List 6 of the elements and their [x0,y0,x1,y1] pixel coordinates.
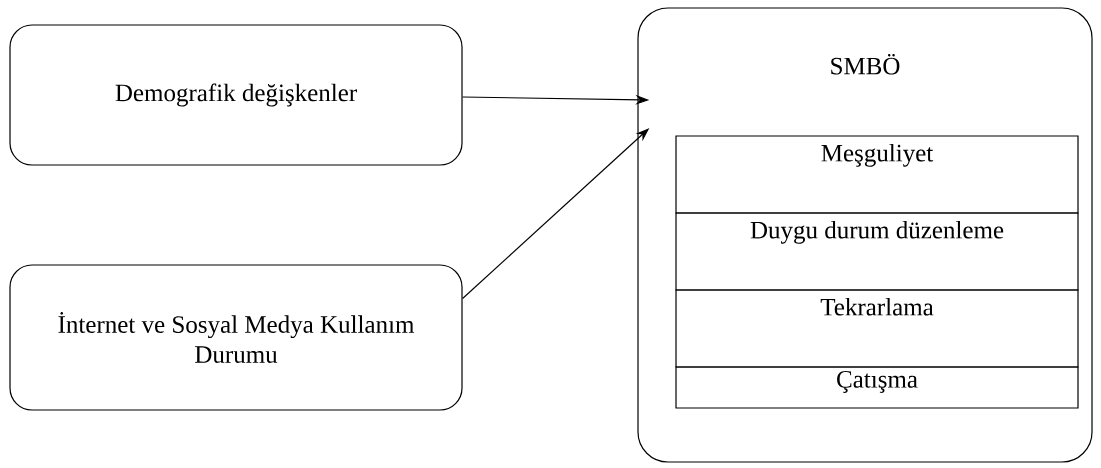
subscale-box: Meşguliyet [675,135,1079,214]
subscale-box: Duygu durum düzenleme [675,212,1079,291]
subscale-box: Çatışma [675,366,1079,409]
entry-box: İnternet ve Sosyal Medya Kullanım Durumu [9,264,463,411]
entry-box: Demografik değişkenler [9,24,463,166]
subscale-box: Tekrarlama [675,289,1079,368]
